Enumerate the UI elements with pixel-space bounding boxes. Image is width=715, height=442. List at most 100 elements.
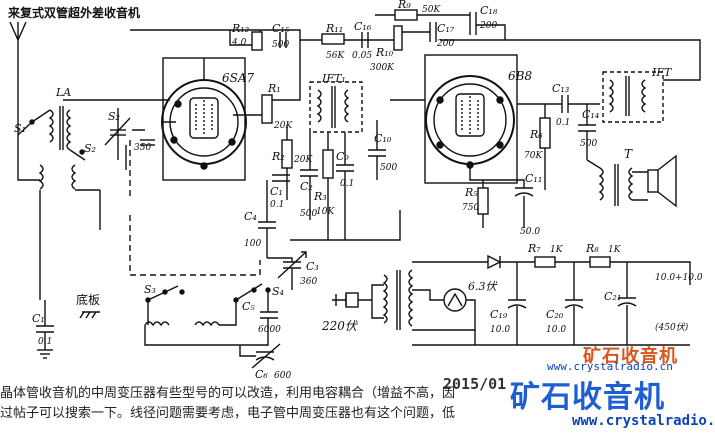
label-tube-6b8: 6B8: [508, 69, 532, 83]
c1-wire: [39, 230, 46, 350]
r2-c2-wire: [286, 125, 311, 220]
capacitor-c16: [361, 32, 369, 48]
watermark-date: 2015/01: [441, 375, 509, 393]
gang-linkage: [129, 140, 261, 276]
label-ift: IFT: [651, 66, 673, 79]
label-s2-value: 350: [134, 143, 151, 153]
label-r1-value: 20K: [273, 121, 293, 131]
variable-capacitor-c6: [251, 343, 281, 369]
label-c19: C₁₉: [490, 308, 508, 321]
label-r11-value: 56K: [326, 51, 345, 61]
label-c1a-value: 0.1: [270, 200, 284, 210]
label-c11-value: 50.0: [520, 227, 540, 237]
ground-symbol: [37, 349, 53, 359]
label-c1: C₁: [32, 312, 45, 325]
pilot-lamp: [443, 288, 467, 312]
label-chassis: 底板: [76, 292, 100, 307]
capacitor-c9: [336, 164, 354, 172]
label-c4-value: 100: [244, 239, 261, 249]
label-c21-value: 10.0+10.0: [655, 273, 703, 283]
power-transformer: [382, 269, 414, 330]
potentiometer-r9: [394, 9, 418, 21]
label-r10-value: 300K: [370, 63, 395, 73]
label-c2-value: 500: [300, 209, 317, 219]
resistor-r7: [534, 256, 556, 268]
capacitor-c17: [429, 22, 437, 42]
capacitor-c4: [258, 221, 276, 229]
label-r1: R₁: [267, 82, 281, 95]
caption-line-2: 过帖子可以搜索一下。线径问题需要考虑，电子管中周变压器也有这个问题，低: [0, 406, 456, 421]
capacitor-c10: [368, 149, 386, 157]
label-c19-value: 10.0: [490, 325, 510, 335]
label-r2-value: 20K: [293, 155, 313, 165]
label-c21-voltage: (450伏): [655, 322, 689, 333]
figure-title: 来复式双管超外差收音机: [8, 6, 141, 20]
label-r5: R₅: [464, 186, 478, 199]
label-c20: C₂₀: [546, 308, 564, 321]
switch-s4: [233, 283, 271, 303]
watermark-url-small: www.crystalradio.cn: [547, 360, 673, 373]
label-c14-value: 500: [580, 139, 597, 149]
capacitor-c15: [279, 32, 287, 48]
resistor-r8: [589, 256, 611, 268]
label-r2: R₂: [271, 150, 285, 163]
label-r5-value: 750: [462, 203, 479, 213]
speaker-wires: [586, 159, 648, 201]
resistor-r10: [393, 25, 403, 51]
label-c4: C₄: [244, 210, 257, 223]
label-c17-value: 200: [436, 39, 454, 49]
label-r3-value: 10K: [316, 207, 335, 217]
label-mains: 220伏: [321, 319, 359, 333]
r1-wire: [248, 40, 301, 116]
label-r10: R₁₀: [375, 46, 394, 59]
label-c21: C₂₁: [604, 290, 621, 303]
label-c20-value: 10.0: [546, 325, 566, 335]
label-s2: S₂: [108, 110, 120, 123]
label-c2: C₂: [300, 180, 313, 193]
label-c15: C₁₅: [272, 22, 290, 35]
mains-plug: [332, 292, 359, 308]
watermark-brand-small: 矿石收音机: [583, 346, 678, 367]
capacitor-c13: [561, 95, 569, 113]
label-r6-value: 70K: [524, 151, 543, 161]
label-r12: R₁₂: [231, 22, 249, 35]
label-r8: R₈: [585, 242, 599, 255]
c3-wire: [267, 257, 293, 290]
label-c9-value: 0.1: [340, 179, 354, 189]
label-tube-6sa7: 6SA7: [222, 71, 255, 85]
if-transformer-ift1: [309, 81, 363, 133]
label-s4: S₄: [272, 285, 284, 298]
label-c5: C₅: [242, 300, 255, 313]
label-t: T: [624, 147, 633, 161]
c5-wire: [240, 290, 269, 346]
label-c15-value: 500: [272, 40, 289, 50]
label-r8-value: 1K: [608, 245, 622, 255]
antenna-coil-la: [48, 106, 72, 151]
label-c3-value: 360: [300, 277, 317, 287]
label-c18: C₁₈: [480, 4, 498, 17]
resistor-r3: [322, 149, 334, 179]
capacitor-c5: [260, 311, 278, 319]
label-r12-value: 4.0: [231, 38, 247, 48]
lamp-wires: [412, 289, 476, 331]
variable-capacitor-s2: [104, 108, 155, 170]
antenna-symbol: [9, 21, 27, 110]
resistor-r1: [261, 94, 273, 124]
label-c1a: C₁: [270, 185, 283, 198]
capacitor-c1: [36, 325, 54, 333]
label-r11: R₁₁: [325, 22, 343, 35]
capacitor-c18: [469, 12, 477, 35]
resistor-r5: [477, 187, 489, 215]
if-transformer-ift: [602, 71, 664, 123]
capacitor-c11: [514, 187, 534, 197]
label-r3: R₃: [313, 190, 327, 203]
cathode-wires: [469, 168, 525, 228]
label-c3: C₃: [306, 260, 319, 273]
label-c17: C₁₇: [437, 22, 455, 35]
watermark-brand-large: 矿石收音机: [510, 380, 665, 415]
label-r9: R₉: [397, 0, 411, 11]
c6-wire: [239, 345, 256, 357]
label-s2b: S₂: [84, 142, 96, 155]
